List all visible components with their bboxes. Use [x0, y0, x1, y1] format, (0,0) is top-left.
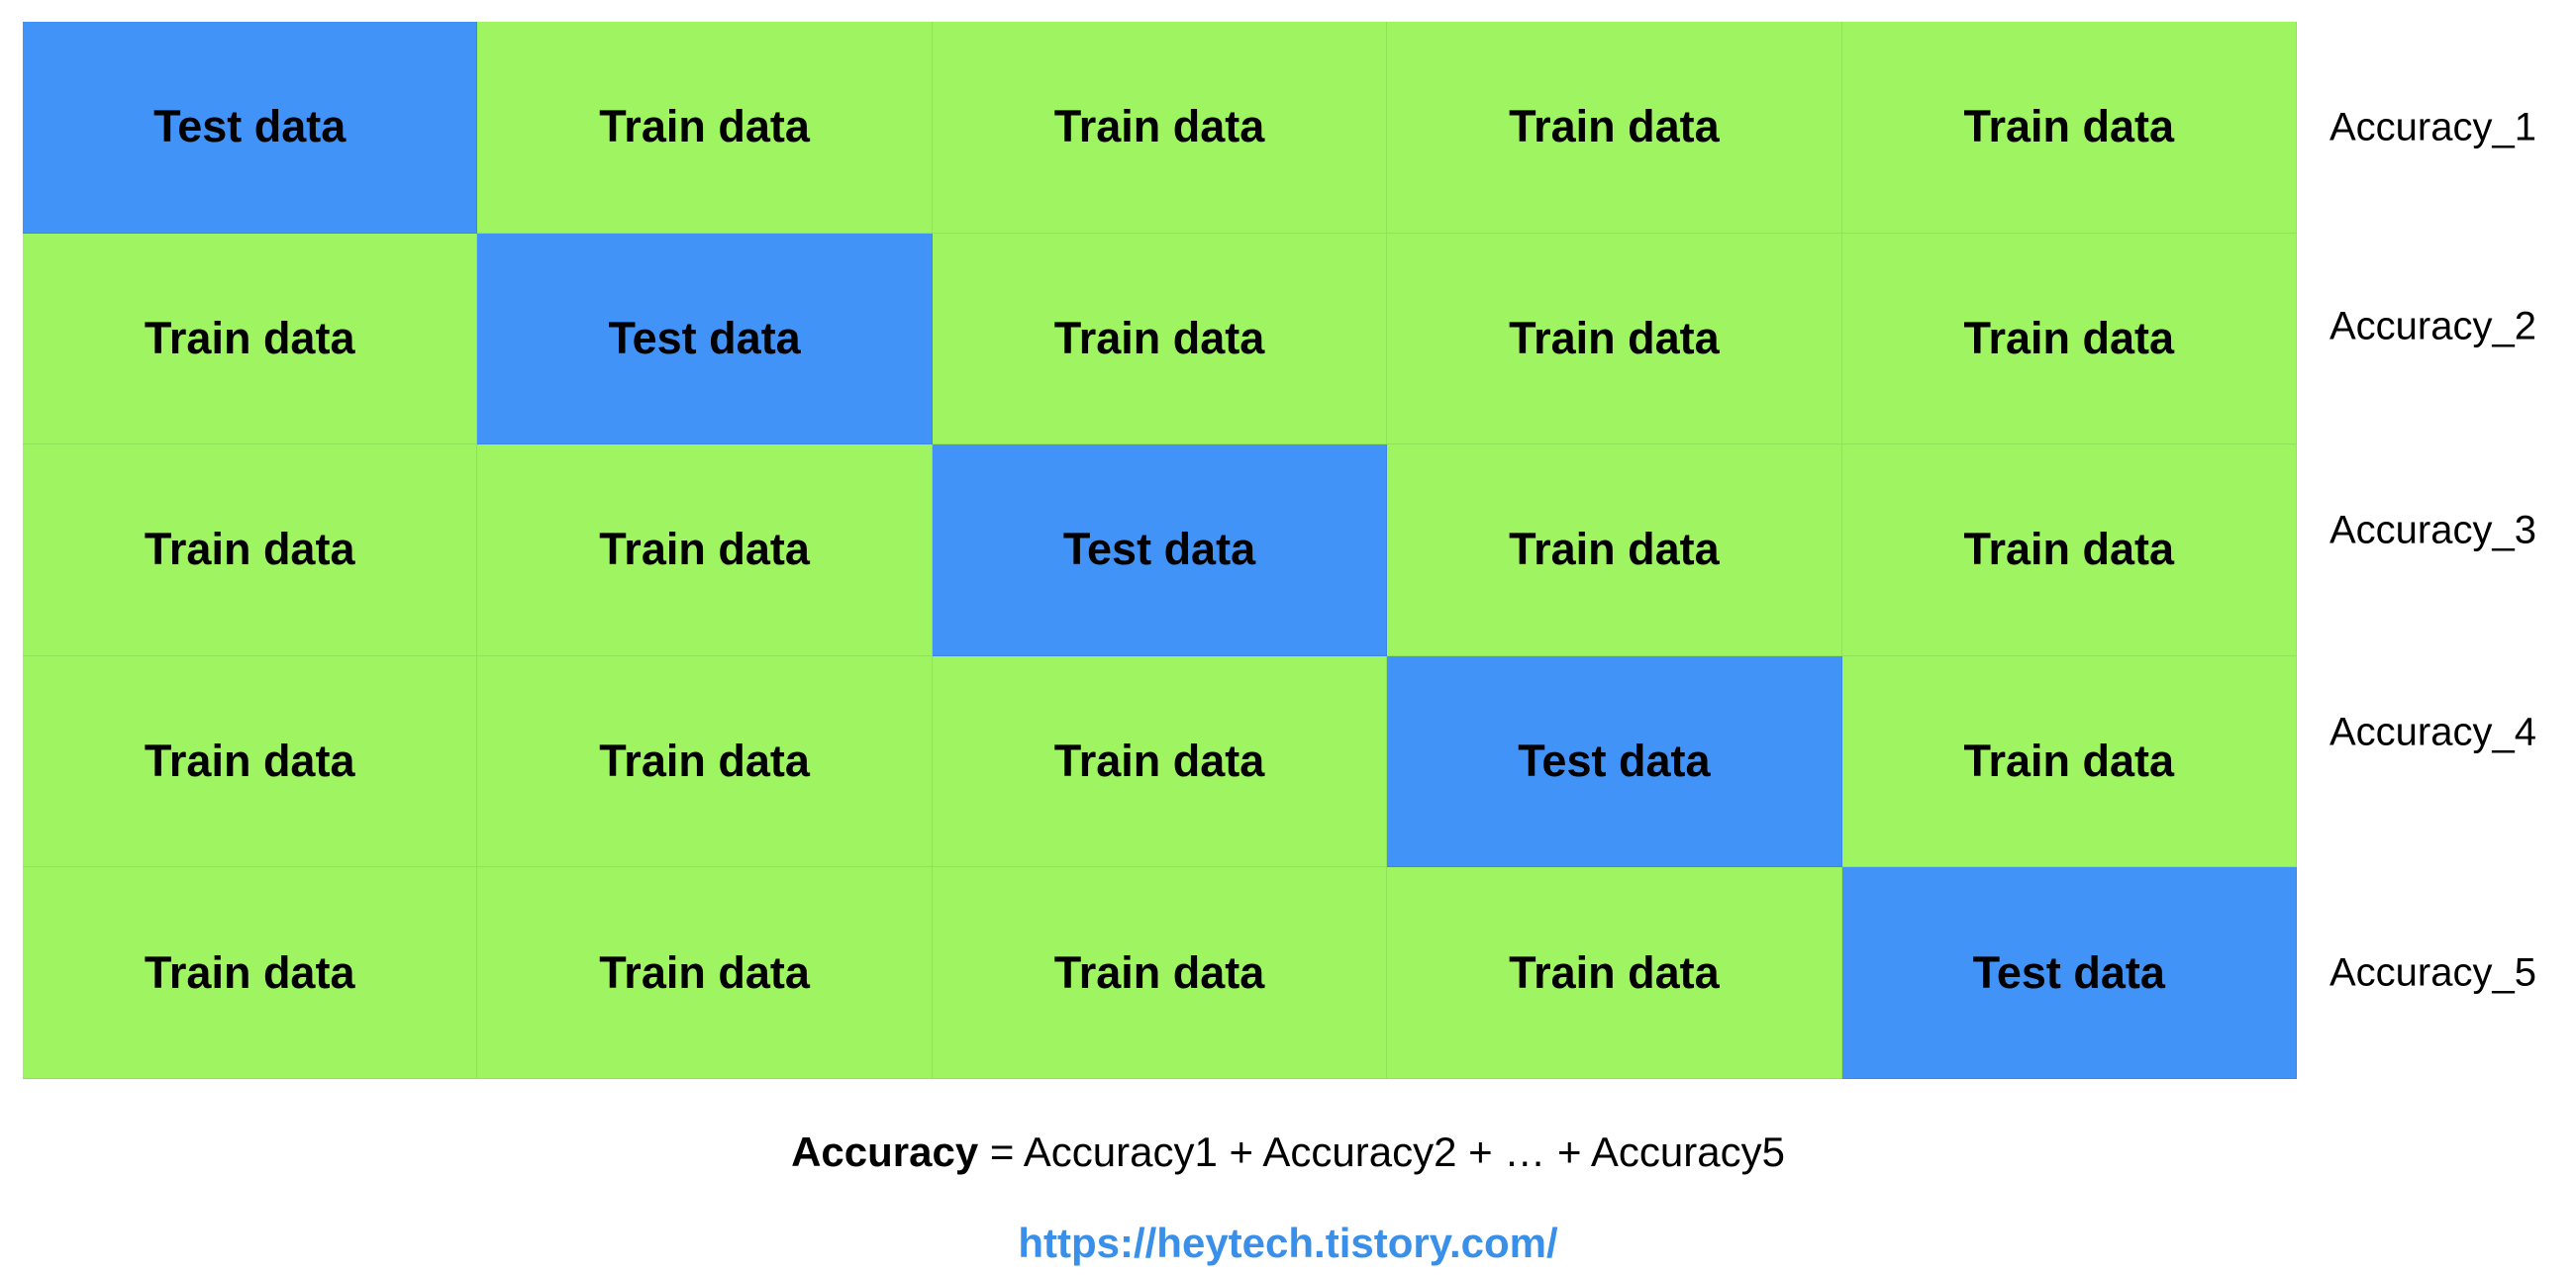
- test-data-cell: Test data: [1387, 655, 1842, 868]
- train-data-cell: Train data: [477, 655, 933, 868]
- accuracy-label: Accuracy_5: [2329, 950, 2536, 995]
- train-data-cell: Train data: [1387, 233, 1842, 445]
- train-data-cell: Train data: [477, 444, 933, 656]
- test-data-cell: Test data: [23, 22, 478, 234]
- train-data-cell: Train data: [1387, 22, 1842, 234]
- train-data-cell: Train data: [932, 655, 1388, 868]
- train-data-cell: Train data: [23, 233, 478, 445]
- accuracy-label: Accuracy_4: [2329, 710, 2536, 754]
- train-data-cell: Train data: [932, 867, 1388, 1079]
- train-data-cell: Train data: [932, 233, 1388, 445]
- formula-rhs: = Accuracy1 + Accuracy2 + … + Accuracy5: [978, 1129, 1785, 1175]
- accuracy-label: Accuracy_1: [2329, 105, 2536, 149]
- train-data-cell: Train data: [1841, 655, 2297, 868]
- train-data-cell: Train data: [23, 655, 478, 868]
- train-data-cell: Train data: [1841, 233, 2297, 445]
- train-data-cell: Train data: [23, 444, 478, 656]
- train-data-cell: Train data: [1841, 444, 2297, 656]
- train-data-cell: Train data: [477, 22, 933, 234]
- train-data-cell: Train data: [1387, 867, 1842, 1079]
- test-data-cell: Test data: [932, 444, 1388, 656]
- test-data-cell: Test data: [1841, 867, 2297, 1079]
- accuracy-formula: Accuracy = Accuracy1 + Accuracy2 + … + A…: [0, 1129, 2576, 1176]
- train-data-cell: Train data: [1841, 22, 2297, 234]
- train-data-cell: Train data: [477, 867, 933, 1079]
- source-link[interactable]: https://heytech.tistory.com/: [1018, 1220, 1558, 1266]
- test-data-cell: Test data: [477, 233, 933, 445]
- accuracy-label: Accuracy_2: [2329, 304, 2536, 348]
- train-data-cell: Train data: [1387, 444, 1842, 656]
- train-data-cell: Train data: [23, 867, 478, 1079]
- train-data-cell: Train data: [932, 22, 1388, 234]
- accuracy-label: Accuracy_3: [2329, 508, 2536, 552]
- formula-lhs: Accuracy: [791, 1129, 979, 1175]
